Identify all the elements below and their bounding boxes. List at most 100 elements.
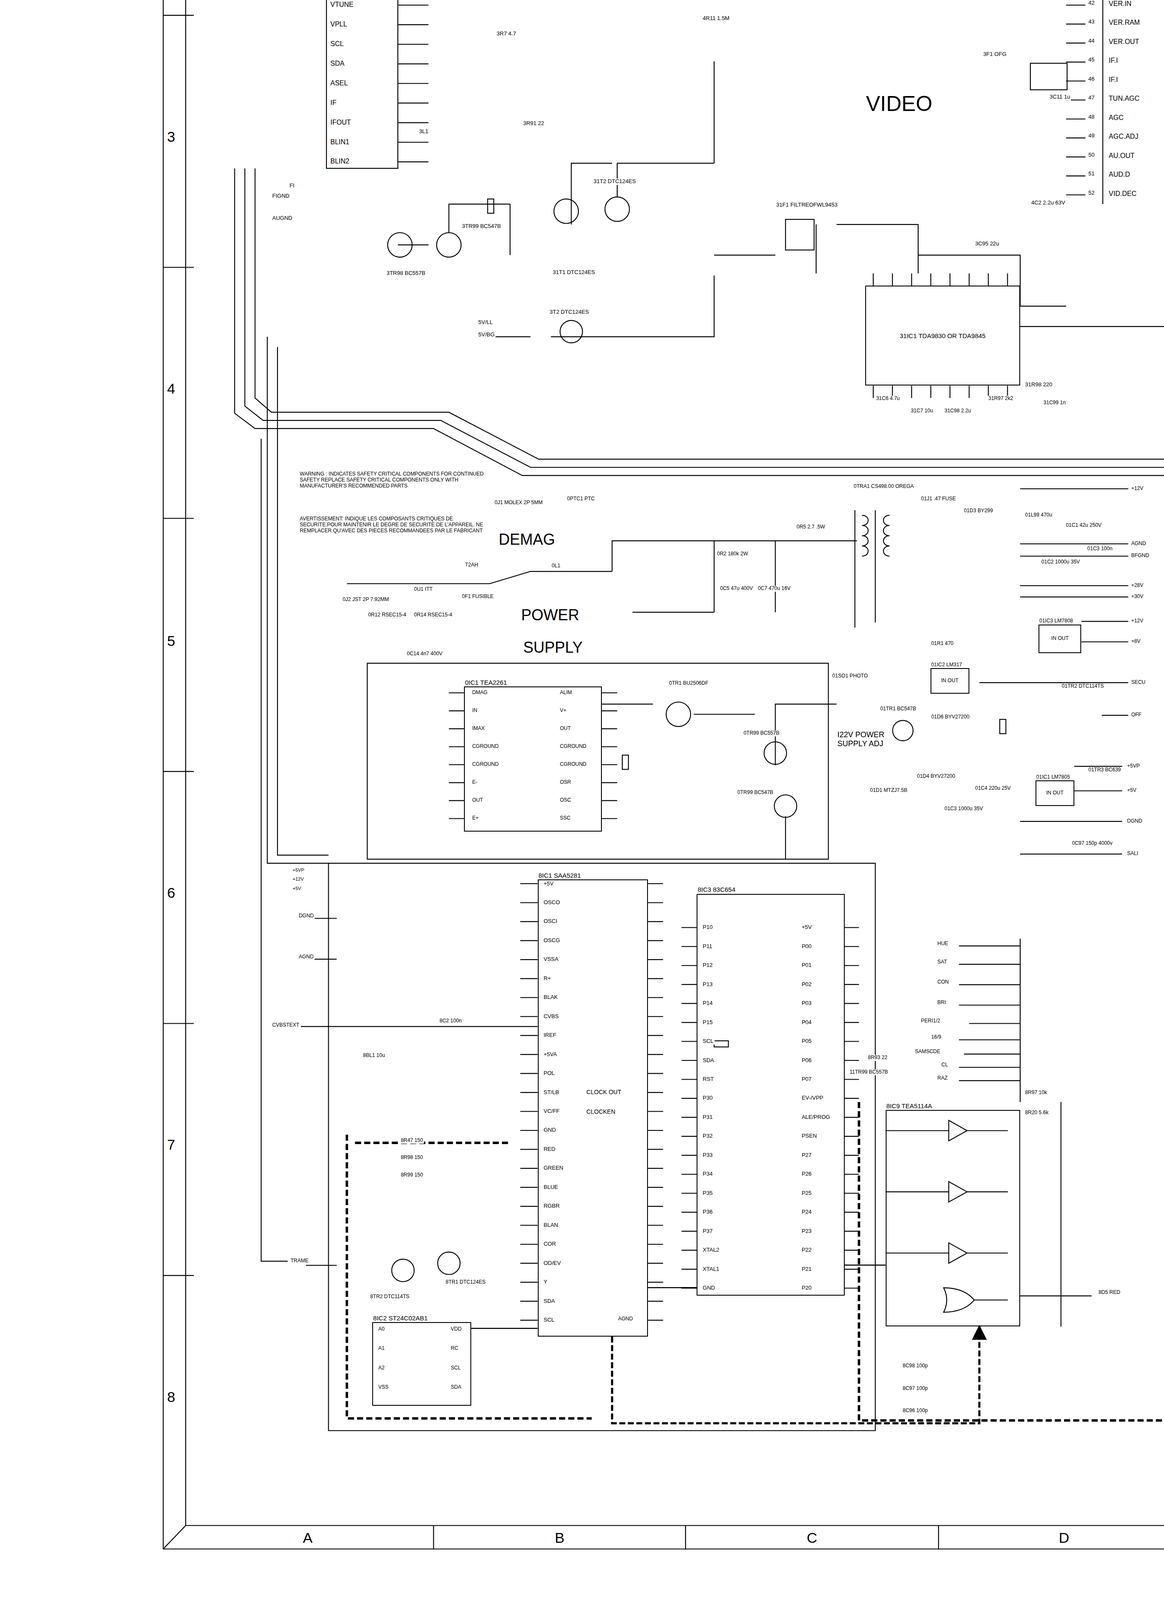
- resistor-symbol: [487, 198, 494, 213]
- schematic-label: AGND: [617, 1315, 634, 1322]
- transistor-symbol: [764, 741, 787, 765]
- power-wiring: [347, 488, 1129, 860]
- schematic-label: 51: [1087, 170, 1096, 178]
- schematic-label: AGC: [1108, 113, 1125, 122]
- video-wiring: [397, 61, 1164, 337]
- schematic-label: CLOCKEN: [585, 1108, 617, 1115]
- schematic-label: SAMSCDE: [913, 1048, 941, 1055]
- schematic-label: CGROUND: [471, 761, 500, 768]
- signal-connector: [471, 1327, 538, 1330]
- resistor-symbol: [622, 755, 629, 770]
- schematic-label: IREF: [542, 1032, 558, 1039]
- schematic-label: VIDEO: [865, 91, 934, 117]
- transistor-symbol: [892, 720, 914, 741]
- filter-symbol: [785, 219, 814, 251]
- schematic-label: P20: [800, 1284, 813, 1292]
- schematic-label: OSCO: [542, 899, 561, 906]
- ic-text: IN OUT: [1051, 635, 1069, 642]
- schematic-label: A: [301, 1529, 314, 1547]
- schematic-label: OSCI: [542, 918, 558, 925]
- schematic-label: B: [554, 1529, 566, 1547]
- schematic-label: ASEL: [329, 79, 349, 88]
- schematic-label: CGROUND: [559, 761, 588, 768]
- schematic-label: 6: [166, 884, 177, 902]
- schematic-label: OSCG: [542, 937, 561, 944]
- amplifier-symbol: [885, 1120, 1009, 1313]
- schematic-label: 8R47 150: [399, 1137, 424, 1144]
- schematic-label: SSC: [559, 815, 572, 822]
- schematic-label: POWER: [520, 606, 581, 624]
- schematic-label: P04: [800, 1019, 813, 1026]
- schematic-label: 4: [166, 380, 177, 397]
- ic-text: IN OUT: [941, 677, 959, 684]
- schematic-label: 3T2 DTC124ES: [548, 309, 590, 316]
- schematic-label: 0J1 MOLEX 2P 5MM: [493, 499, 544, 506]
- schematic-label: 01C3 100n: [1086, 545, 1114, 552]
- schematic-label: 8R98 150: [399, 1154, 424, 1161]
- schematic-label: D: [1057, 1529, 1071, 1547]
- schematic-label: 3C95 22u: [974, 240, 1000, 248]
- schematic-label: 3L1: [418, 128, 430, 135]
- schematic-label: 5V/LL: [477, 319, 494, 326]
- schematic-label: P23: [800, 1228, 813, 1235]
- schematic-label: 16/9: [930, 1034, 943, 1041]
- schematic-label: AUD.D: [1108, 170, 1132, 179]
- schematic-label: E+: [471, 815, 480, 822]
- schematic-label: XTAL2: [701, 1246, 721, 1254]
- schematic-label: XTAL1: [701, 1266, 721, 1273]
- schematic-label: A2: [377, 1365, 386, 1372]
- schematic-label: P12: [701, 962, 714, 969]
- ic-title: 8IC2 ST24C02AB1: [373, 1314, 428, 1322]
- ic-title: 8IC9 TEA5114A: [886, 1102, 933, 1110]
- schematic-label: 31T2 DTC124ES: [592, 178, 637, 185]
- schematic-label: P00: [800, 943, 813, 950]
- schematic-label: SDA: [449, 1384, 463, 1391]
- schematic-label: 01TR3 BC639: [1087, 767, 1122, 774]
- schematic-label: 01C4 220u 25V: [974, 785, 1012, 792]
- schematic-label: +30V: [1130, 593, 1144, 600]
- schematic-label: POL: [542, 1070, 556, 1077]
- schematic-label: CVBS: [542, 1013, 560, 1020]
- ic-box: 01IC2 LM317IN OUT: [930, 668, 970, 694]
- schematic-label: HUE: [936, 940, 949, 947]
- schematic-label: IFOUT: [329, 118, 352, 127]
- schematic-label: RAZ: [936, 1075, 949, 1082]
- schematic-label: 8C2 100n: [438, 1018, 463, 1024]
- ic-title: 8IC3 83C654: [697, 885, 736, 893]
- pin-stubs: [647, 883, 664, 1321]
- schematic-label: OD/EV: [542, 1260, 562, 1267]
- schematic-label: 0TRA1 CS498.00 OREGA: [852, 483, 915, 490]
- schematic-label: 0R12 RSEC15-4: [367, 612, 407, 619]
- schematic-label: SUPPLY: [522, 638, 584, 657]
- transistor-symbol: [560, 320, 583, 344]
- schematic-label: 0TR1 BU2506DF: [668, 680, 709, 687]
- schematic-label: BRI: [936, 999, 947, 1006]
- schematic-label: 8R99 150: [399, 1172, 424, 1179]
- schematic-label: 8BL1 10u: [361, 1052, 386, 1059]
- schematic-label: +5VA: [542, 1051, 558, 1058]
- schematic-label: AUGND: [271, 215, 294, 222]
- ic-title: 0IC1 TEA2261: [464, 678, 507, 686]
- schematic-label: P24: [800, 1208, 813, 1216]
- schematic-label: BLUE: [542, 1184, 559, 1191]
- schematic-label: GND: [542, 1126, 557, 1134]
- frame: [163, 0, 1164, 1549]
- schematic-label: SALI: [1126, 850, 1140, 857]
- schematic-label: BLIN2: [329, 157, 351, 166]
- schematic-label: 44: [1087, 37, 1096, 45]
- schematic-label: SAT: [936, 959, 948, 966]
- schematic-label: RGBR: [542, 1202, 561, 1210]
- schematic-label: BLIN1: [329, 138, 351, 146]
- schematic-label: P25: [800, 1190, 813, 1197]
- schematic-label: P35: [701, 1190, 714, 1197]
- schematic-label: 01SO1 PHOTO: [831, 673, 869, 680]
- ic-text: 31IC1 TDA9830 OR TDA9845: [899, 332, 986, 340]
- schematic-label: SDA: [701, 1057, 715, 1064]
- schematic-label: BLAN: [542, 1222, 559, 1229]
- pin-stubs: [844, 927, 859, 1289]
- schematic-label: ALIM: [559, 689, 573, 696]
- transistor-symbol: [436, 232, 461, 257]
- schematic-label: AGND: [297, 953, 315, 960]
- pin-stubs: [520, 883, 538, 1321]
